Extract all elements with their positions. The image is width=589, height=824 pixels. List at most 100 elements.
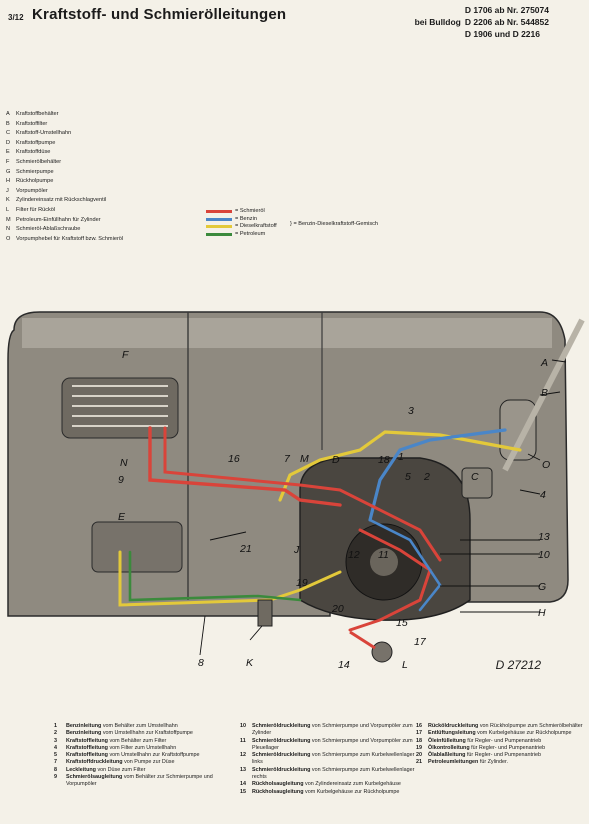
part-text: Zylindereinsatz mit Rückschlagventil xyxy=(16,197,107,204)
caption-text: Ölkontrolleitung für Regler- und Pumpena… xyxy=(428,745,584,752)
caption-bold: Benzinleitung xyxy=(66,723,102,729)
caption-bold: Rückholsaugleitung xyxy=(252,781,304,788)
caption-item: 19 Ölkontrolleitung für Regler- und Pumpe… xyxy=(416,745,584,752)
part-text: Rückholpumpe xyxy=(16,178,54,185)
part-text: Kraftstoffilter xyxy=(16,120,48,127)
caption-number: 18 xyxy=(416,737,422,744)
label-O: O xyxy=(542,459,550,471)
caption-text: Rückholsaugleitung vom Kurbelgehäuse zur… xyxy=(252,789,416,796)
caption-bold: Kraftstoffleitung xyxy=(66,744,108,751)
caption-bold: Kraftstoffleitung xyxy=(66,737,108,744)
part-text: Schmierpumpe xyxy=(16,168,54,175)
part-key: E xyxy=(6,149,10,156)
caption-number: 21 xyxy=(416,759,422,766)
label-5: 5 xyxy=(405,471,411,483)
label-H: H xyxy=(538,607,546,619)
caption-bold: Schmieröldruckleitung xyxy=(252,723,311,729)
label-21: 21 xyxy=(239,543,252,555)
label-18: 18 xyxy=(378,454,390,466)
label-N: N xyxy=(120,457,128,469)
caption-rest: vom Behälter zur Schmierpumpe und Vorpum… xyxy=(66,774,213,788)
diagram-labels: A B C D E F G H J K L M N O 1 2 3 4 5 7 … xyxy=(118,349,550,671)
part-key: A xyxy=(6,111,10,117)
model-code-lead xyxy=(411,28,465,40)
line-legend: = Schmieröl = Benzin = Dieselkraftstoff … xyxy=(206,208,378,239)
legend-swatch xyxy=(206,217,232,221)
caption-number: 9 xyxy=(54,774,57,781)
model-code-lead: bei Bulldog xyxy=(414,17,461,27)
part-text: Kraftstoffdüse xyxy=(16,149,51,156)
tank-top-highlight xyxy=(22,318,552,348)
legend-item: = Schmieröl xyxy=(206,208,277,216)
part-key: F xyxy=(6,158,10,165)
caption-text: Benzinleitung vom Umstellhahn zur Krafts… xyxy=(66,730,234,737)
caption-number: 11 xyxy=(240,737,246,744)
caption-rest: von Zylindereinsatz zum Kurbelgehäuse xyxy=(305,781,401,788)
caption-text: Benzinleitung vom Behälter zum Umstellha… xyxy=(66,723,234,730)
caption-item: 5 Kraftstoffleitung vom Umstellhahn zur K… xyxy=(54,752,234,759)
caption-rest: für Zylinder. xyxy=(479,759,508,766)
page-title: Kraftstoff- und Schmierölleitungen xyxy=(32,6,287,23)
part-text: Kraftstoff-Umstellhahn xyxy=(16,130,72,137)
caption-number: 19 xyxy=(416,744,422,751)
label-4: 4 xyxy=(540,489,546,501)
caption-rest: vom Kurbelgehäuse zur Rückholpumpe xyxy=(305,788,400,795)
part-text: Kraftstoffbehälter xyxy=(16,111,59,117)
model-code-text: D 1906 und D 2216 xyxy=(464,29,540,39)
caption-number: 5 xyxy=(54,752,57,759)
label-G: G xyxy=(538,581,546,593)
engine-drawing: A B C D E F G H J K L M N O 1 2 3 4 5 7 … xyxy=(7,311,585,671)
caption-number: 20 xyxy=(416,752,422,759)
label-J: J xyxy=(293,544,300,556)
caption-bold: Schmieröldruckleitung xyxy=(252,752,311,759)
blue-petrol-pipe xyxy=(368,428,507,522)
part-item: B Kraftstoffilter xyxy=(6,120,146,130)
engine-diagram: A B C D E F G H J K L M N O 1 2 3 4 5 7 … xyxy=(0,300,589,700)
label-20: 20 xyxy=(331,603,344,615)
caption-bold: Petroleumleitungen xyxy=(428,759,479,766)
fuel-pump-body xyxy=(461,467,493,499)
legend-label: = Dieselkraftstoff xyxy=(235,223,277,230)
caption-text: Ölablaßleitung für Regler- und Pumpenant… xyxy=(428,752,584,759)
caption-bold: Öleinfülleitung xyxy=(428,737,466,744)
label-1: 1 xyxy=(398,451,404,463)
caption-rest: vom Umstellhahn zur Kraftstoffpumpe xyxy=(109,752,200,759)
caption-number: 17 xyxy=(416,730,422,737)
legend-item: = Benzin xyxy=(206,216,277,224)
label-D: D xyxy=(332,454,340,466)
part-key: B xyxy=(6,120,10,127)
part-text: Schmieröl-Ablaßschraube xyxy=(16,226,81,233)
caption-item: 21 Petroleumleitungen für Zylinder. xyxy=(416,759,584,766)
part-key: J xyxy=(6,187,9,194)
part-text: Kraftstoffpumpe xyxy=(16,139,56,146)
caption-text: Kraftstoffdruckleitung von Pumpe zur Düs… xyxy=(66,759,234,766)
label-E: E xyxy=(118,511,126,523)
oil-filter-fitting xyxy=(371,641,393,663)
yellow-fuel-pipe xyxy=(278,430,522,502)
caption-rest: von Schmierpumpe und Vorpumpöler zum Zyl… xyxy=(252,723,413,737)
legend-item: = Petroleum xyxy=(206,231,277,239)
caption-bold: Leckleitung xyxy=(66,766,96,773)
label-F: F xyxy=(122,349,129,361)
label-B: B xyxy=(541,387,548,399)
caption-text: Petroleumleitungen für Zylinder. xyxy=(428,759,584,766)
caption-bold: Kraftstoffleitung xyxy=(66,752,108,759)
part-item: E Kraftstoffdüse xyxy=(6,148,146,158)
part-key: L xyxy=(6,206,10,213)
caption-text: Schmieröldruckleitung von Schmierpumpe z… xyxy=(252,752,416,767)
